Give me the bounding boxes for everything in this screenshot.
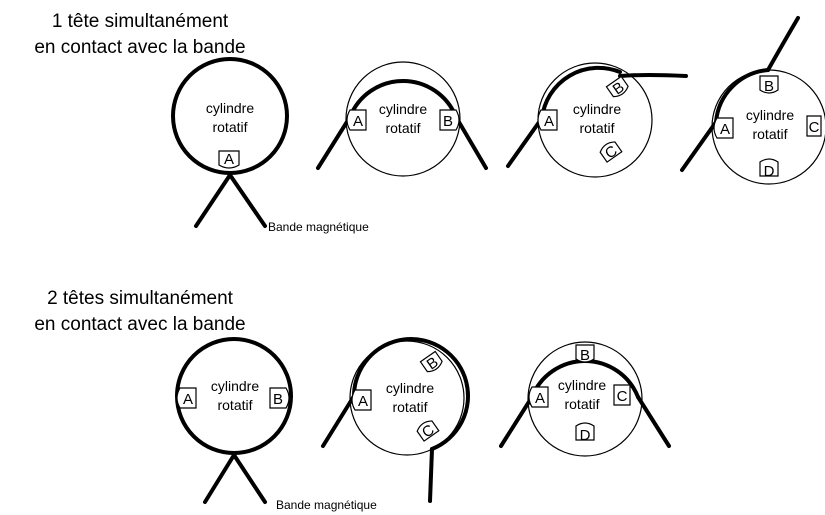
head-a-label: A [544,113,554,130]
diagram-row2-2: cylindre rotatif A B C [321,337,470,503]
head-b [575,344,595,363]
cylinder [527,341,643,457]
head-b [439,109,460,131]
cylinder-label-line2: rotatif [564,396,599,412]
head-a-label: A [358,393,368,410]
cylinder-label-line2: rotatif [217,397,252,413]
diagram-row1-4: cylindre rotatif B A C D [680,16,825,185]
cylinder-label-line1: cylindre [573,101,621,117]
head-b: B [605,75,629,98]
cylinder-label-line2: rotatif [579,120,614,136]
tape-top [766,16,800,72]
head-b-label: B [443,113,453,130]
tape-label: Bande magnétique [268,220,369,234]
diagram-row1-3: cylindre rotatif A B C [506,62,688,178]
head-a-label: A [535,390,545,407]
cylinder-label-line1: cylindre [386,380,434,396]
cylinder-label-line1: cylindre [558,377,606,393]
tape-right [232,453,267,504]
tape-right [636,395,671,448]
cylinder-label-line1: cylindre [379,101,427,117]
tape-label: Bande magnétique [276,498,377,512]
section1-title-line2: en contact avec la bande [34,37,245,58]
head-d-label: D [764,163,775,180]
section1-title-line1: 1 tête simultanément [52,11,229,32]
tape-left [194,173,232,228]
head-c [613,384,631,406]
cylinder-label-line1: cylindre [211,378,259,394]
head-a-label: A [353,113,363,130]
head-a [537,109,558,131]
cylinder-label-line2: rotatif [385,120,420,136]
tape-right [618,73,688,78]
tape-wrap [714,68,770,124]
tape-left [680,120,718,172]
head-c-label: C [809,119,820,136]
cylinder-label-line1: cylindre [206,100,254,116]
head-c: C [599,141,623,163]
head-b-label: B [273,391,283,408]
diagram-row1-2: cylindre rotatif A B [316,61,488,177]
cylinder-label-line2: rotatif [752,126,787,142]
tape-right [228,173,267,228]
head-d-label: D [580,427,591,444]
tape-wrap [348,78,458,119]
head-b: B [419,350,443,373]
head-c [806,115,822,137]
head-d [759,158,779,177]
head-b-label: B [764,78,774,95]
tape-right [454,115,488,170]
head-a [218,150,240,169]
head-a [346,109,367,131]
cylinder-label-line2: rotatif [392,399,427,415]
head-a-label: A [720,121,730,138]
head-a-label: A [224,151,234,168]
section2-title-line2: en contact avec la bande [34,314,245,335]
tape-wrap [540,65,622,120]
cylinder-label-line2: rotatif [212,119,247,135]
head-b-label: B [580,347,590,364]
cylinder [171,57,289,175]
diagram-row1-1: cylindre rotatif A Bande magnétique [171,57,369,234]
head-a [528,386,549,408]
head-d [575,422,595,441]
cylinder [345,61,461,177]
diagram-row2-3: cylindre rotatif B A C D [499,341,671,457]
head-c-label: C [617,388,628,405]
head-a [713,117,734,139]
head-c: C [416,420,440,442]
tape-down [428,447,434,503]
cylinder-label-line1: cylindre [746,107,794,123]
head-b [269,387,290,409]
head-a-label: A [183,391,193,408]
tape-left [203,453,236,504]
section2-title-line1: 2 têtes simultanément [47,288,234,309]
diagram-row2-1: cylindre rotatif A B Bande magnétique [175,337,377,512]
tape-left [316,115,352,170]
tape-left [506,116,544,168]
head-a [176,387,197,409]
tape-left [321,394,356,448]
head-a [351,389,372,411]
head-b [759,75,779,94]
tape-left [499,395,534,448]
tape-wrap [352,337,470,451]
